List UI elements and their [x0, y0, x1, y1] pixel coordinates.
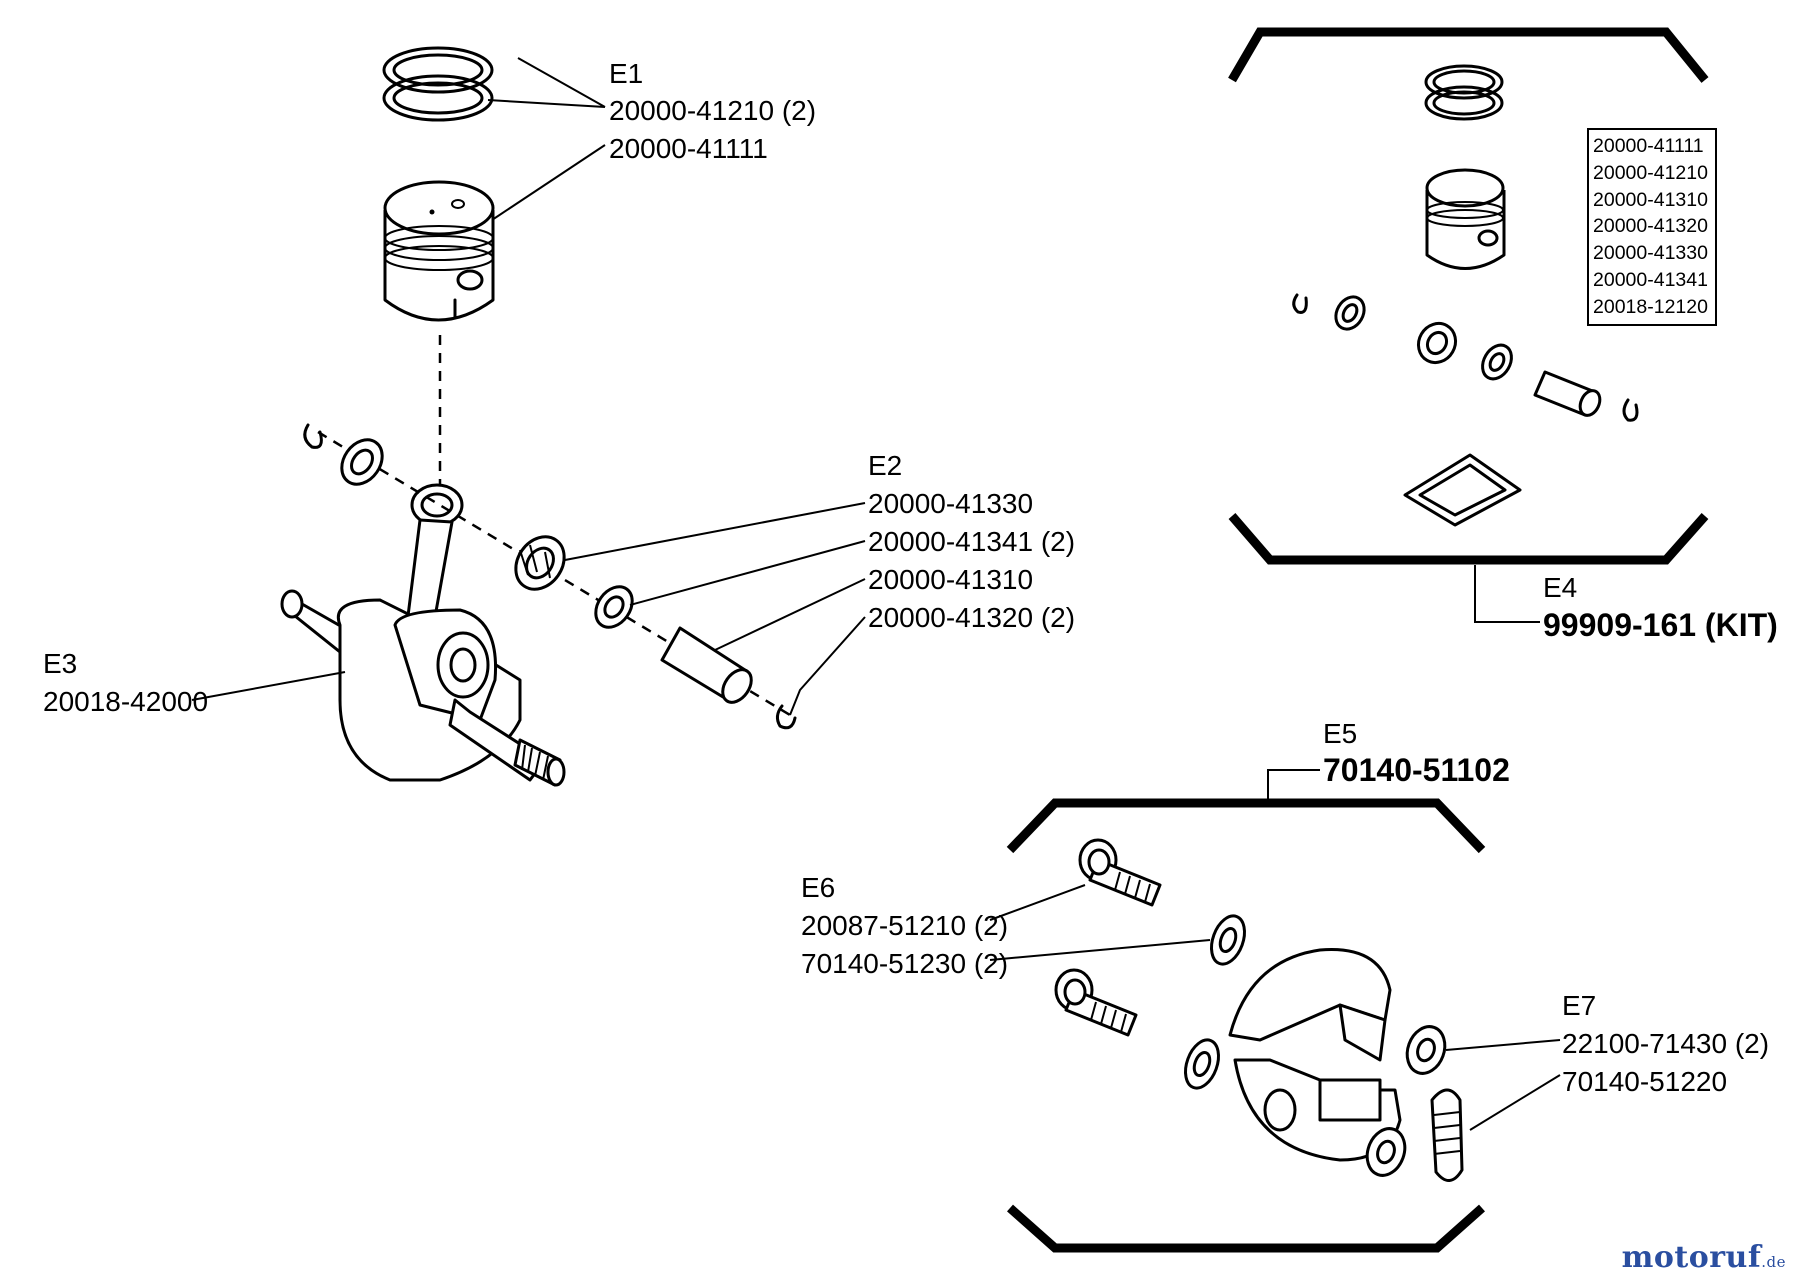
piston-illustration: [383, 180, 495, 322]
callout-e6-part-2: 70140-51230 (2): [801, 948, 1009, 979]
kit-content-item: 20000-41310: [1593, 188, 1708, 211]
kit-content-item: 20018-12120: [1593, 295, 1708, 318]
watermark-main: motoruf: [1621, 1240, 1762, 1275]
callout-e7-ref: E7: [1562, 990, 1597, 1021]
callout-e6-ref: E6: [801, 872, 836, 903]
callout-e4-kit: 99909-161 (KIT): [1543, 607, 1778, 643]
kit-content-item: 20000-41111: [1593, 135, 1704, 157]
callout-e5-assembly: 70140-51102: [1323, 752, 1510, 788]
kit-content-item: 20000-41210: [1593, 161, 1708, 184]
callout-e2-part-1: 20000-41330: [868, 488, 1034, 519]
clutch-illustration: [1054, 838, 1464, 1182]
piston-pin-parts-illustration: [303, 423, 797, 730]
callout-e6-part-1: 20087-51210 (2): [801, 910, 1009, 941]
kit-content-item: 20000-41330: [1593, 242, 1708, 265]
watermark-tld: .de: [1761, 1253, 1786, 1271]
callout-e7-part-1: 22100-71430 (2): [1562, 1028, 1770, 1059]
kit-content-item: 20000-41341: [1593, 268, 1708, 291]
callout-e5-ref: E5: [1323, 718, 1358, 749]
callout-e1-part-2: 20000-41111: [609, 133, 768, 164]
callout-e2-part-2: 20000-41341 (2): [868, 526, 1076, 557]
callout-e1-part-1: 20000-41210 (2): [609, 95, 817, 126]
callout-e4-ref: E4: [1543, 572, 1578, 603]
kit-content-item: 20000-41320: [1593, 215, 1708, 238]
callout-e2-part-3: 20000-41310: [868, 564, 1034, 595]
callout-e3-ref: E3: [43, 648, 78, 679]
crankshaft-illustration: [280, 483, 566, 787]
piston-rings-illustration: [382, 46, 494, 122]
kit-contents-box: 20000-41111 20000-41210 20000-41310 2000…: [1587, 128, 1717, 326]
callout-e2-ref: E2: [868, 450, 903, 481]
callout-e7-part-2: 70140-51220: [1562, 1066, 1728, 1097]
clutch-bracket: [1006, 798, 1486, 1253]
watermark-logo: motoruf.de: [1622, 1240, 1786, 1275]
kit-bracket: [1228, 27, 1709, 565]
callout-e3-part-1: 20018-42000: [43, 686, 209, 717]
kit-illustration: [1292, 64, 1639, 527]
leader-lines: [191, 57, 1561, 1131]
callout-e2-part-4: 20000-41320 (2): [868, 602, 1076, 633]
callout-e1-ref: E1: [609, 58, 644, 89]
